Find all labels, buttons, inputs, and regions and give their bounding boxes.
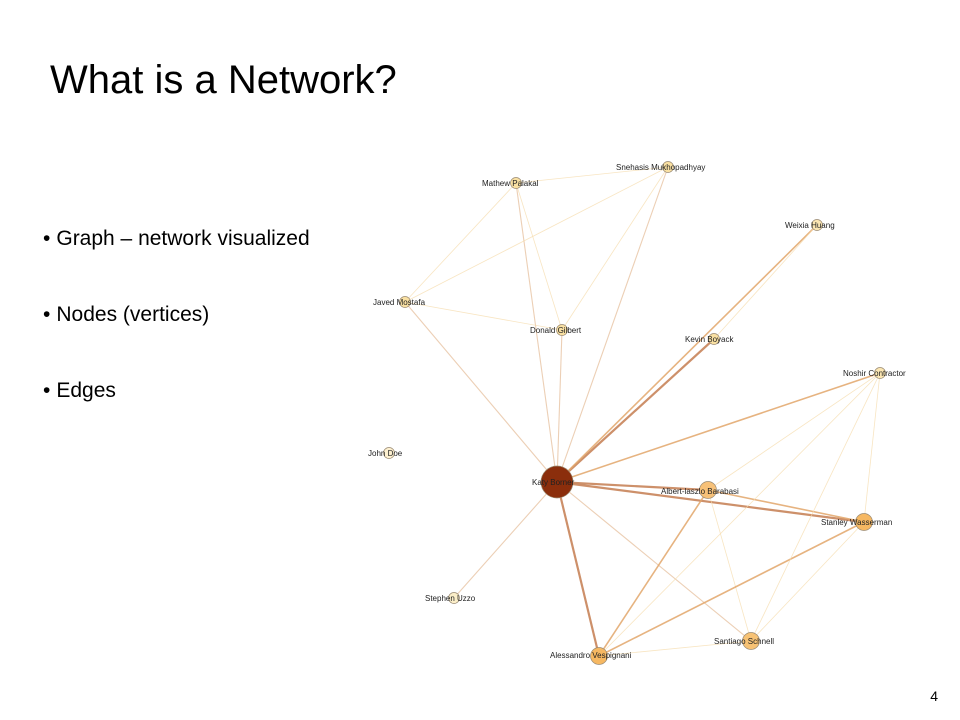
- edge-katy-albert: [556, 480, 709, 492]
- edge-mathew-donald: [515, 182, 563, 331]
- edge-layer: [404, 166, 881, 657]
- edge-katy-kevin: [556, 338, 715, 483]
- node-label-weixia: Weixia Huang: [785, 221, 835, 230]
- edge-stanley-noshir: [863, 372, 881, 523]
- node-alessandro: [590, 647, 608, 665]
- edge-stanley-alessandro: [598, 521, 865, 657]
- bullet-dot: •: [43, 379, 51, 402]
- node-john: [383, 447, 395, 459]
- edge-alessandro-noshir: [598, 372, 881, 657]
- bullet-item: •Edges: [43, 374, 310, 450]
- node-label-noshir: Noshir Contractor: [843, 369, 906, 378]
- edge-albert-santiago: [707, 489, 752, 642]
- edge-javed-snehasis: [404, 166, 669, 303]
- node-kevin: [708, 333, 720, 345]
- bullet-dot: •: [43, 227, 51, 250]
- node-label-donald: Donald Gilbert: [530, 326, 582, 335]
- node-label-stanley: Stanley Wasserman: [821, 518, 892, 527]
- edge-santiago-noshir: [750, 372, 881, 642]
- node-noshir: [874, 367, 886, 379]
- node-label-kevin: Kevin Boyack: [685, 335, 734, 344]
- bullet-item: •Nodes (vertices): [43, 298, 310, 374]
- slide-title: What is a Network?: [50, 58, 397, 102]
- node-label-alessandro: Alessandro Vespignani: [550, 651, 632, 660]
- edge-katy-mathew: [515, 182, 558, 483]
- bullet-dot: •: [43, 303, 51, 326]
- bullet-text: Edges: [56, 379, 116, 402]
- node-label-javed: Javed Mostafa: [373, 298, 426, 307]
- node-stanley: [855, 513, 873, 531]
- edge-donald-snehasis: [561, 166, 669, 331]
- bullet-text: Nodes (vertices): [56, 303, 210, 326]
- node-label-albert: Albert-laszlo Barabasi: [661, 487, 739, 496]
- node-snehasis: [662, 161, 674, 173]
- node-stephen: [448, 592, 460, 604]
- node-label-snehasis: Snehasis Mukhopadhyay: [616, 163, 705, 172]
- bullet-item: •Graph – network visualized: [43, 222, 310, 298]
- node-mathew: [510, 177, 522, 189]
- node-label-katy: Katy Borner: [532, 478, 575, 487]
- node-label-santiago: Santiago Schnell: [714, 637, 774, 646]
- edge-mathew-snehasis: [515, 166, 669, 184]
- edge-katy-alessandro: [555, 481, 601, 657]
- edge-kevin-weixia: [713, 224, 818, 340]
- edge-katy-stanley: [556, 480, 865, 524]
- node-albert: [699, 481, 717, 499]
- edge-katy-santiago: [556, 481, 752, 642]
- node-layer: [383, 161, 886, 665]
- edge-albert-stanley: [707, 489, 865, 523]
- node-label-stephen: Stephen Uzzo: [425, 594, 476, 603]
- edge-javed-donald: [404, 301, 563, 331]
- node-label-mathew: Mathew Palakal: [482, 179, 539, 188]
- node-label-john: John Doe: [368, 449, 403, 458]
- bullet-text: Graph – network visualized: [56, 227, 310, 250]
- node-santiago: [742, 632, 760, 650]
- edge-katy-javed: [404, 301, 558, 483]
- edge-stanley-santiago: [750, 521, 865, 642]
- edge-alessandro-santiago: [598, 640, 752, 657]
- edge-katy-donald: [556, 329, 563, 483]
- node-weixia: [811, 219, 823, 231]
- node-donald: [556, 324, 568, 336]
- bullet-list: •Graph – network visualized •Nodes (vert…: [43, 222, 310, 450]
- edge-mathew-javed: [404, 182, 517, 303]
- edge-katy-weixia: [556, 224, 818, 483]
- edge-albert-alessandro: [598, 489, 709, 657]
- edge-katy-snehasis: [556, 166, 669, 483]
- node-javed: [399, 296, 411, 308]
- edge-katy-stephen: [453, 481, 558, 599]
- node-katy: [540, 465, 574, 499]
- page-number: 4: [930, 688, 938, 704]
- edge-albert-noshir: [707, 372, 881, 491]
- edge-katy-noshir: [556, 372, 881, 483]
